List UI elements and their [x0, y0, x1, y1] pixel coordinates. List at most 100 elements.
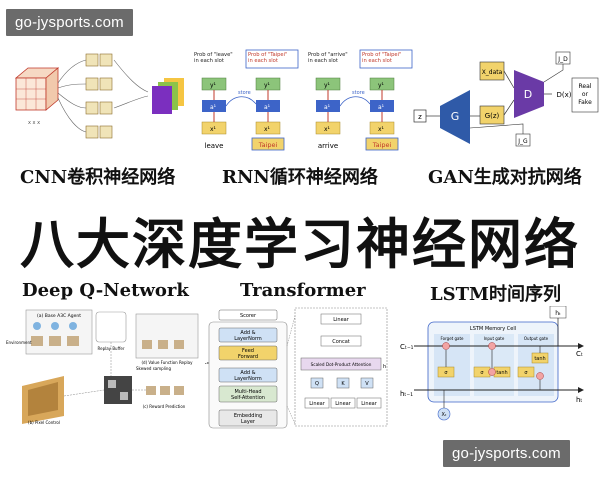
dqn-label-a3c: (a) Base A3C Agent — [37, 313, 81, 319]
transformer-left-block-0 — [218, 309, 278, 321]
lstm-title: LSTM Memory Cell — [470, 326, 516, 332]
lstm-ht-prev: hₜ₋₁ — [400, 390, 413, 398]
lstm-gate-input: Input gate — [484, 336, 505, 341]
caption-cnn: CNN卷积神经网络 — [20, 167, 176, 188]
rnn-prob-label-1: Prob of "Taipei"in each slot — [248, 52, 287, 64]
dqn-diagram: (a) Base A3C Agent Environment Replay Bu… — [6, 309, 199, 425]
lstm-ct-prev: Cₜ₋₁ — [400, 343, 414, 351]
dqn-pixel-control — [22, 376, 64, 424]
gan-real-fake-box — [571, 77, 599, 113]
rnn-prob-label-3: Prob of "Taipei"in each slot — [362, 52, 401, 64]
lstm-op-3 — [536, 372, 544, 380]
rnn-y-label-0: y¹ — [210, 82, 217, 89]
rnn-a-label-3: a¹ — [378, 104, 385, 111]
cnn-arrows — [57, 59, 149, 133]
transformer-right-block-7 — [330, 397, 356, 409]
gan-xdata-label: X_data — [482, 69, 503, 76]
rnn-x-label-0: x¹ — [210, 126, 217, 133]
dqn-label-skewed: Skewed sampling — [136, 366, 171, 371]
rnn-store-label-3: store — [352, 90, 365, 96]
caption-dqn: Deep Q-Network — [22, 280, 189, 301]
rnn-prob-box-2 — [306, 50, 358, 68]
transformer-right-block-1 — [320, 335, 362, 347]
headline: 八大深度学习神经网络 — [20, 213, 580, 276]
rnn-a-label-0: a¹ — [210, 104, 217, 111]
rnn-a-label-2: a¹ — [324, 104, 331, 111]
transformer-lx-label: Lₓ — [205, 359, 209, 366]
rnn-diagram: Prob of "leave"in each slot y¹ a¹ x¹ leave Pr… — [192, 49, 413, 151]
rnn-y-label-2: y¹ — [324, 82, 331, 89]
lstm-gate-box-3 — [517, 366, 535, 378]
lstm-gate-label-1: σ — [480, 370, 484, 376]
gan-discriminator — [514, 70, 544, 118]
dqn-label-vfr: (d) Value Function Replay — [141, 360, 193, 365]
lstm-xt: Xₜ — [442, 412, 447, 418]
transformer-left-block-5 — [218, 409, 278, 427]
transformer-right-block-6 — [304, 397, 330, 409]
transformer-left-label-1: Add &LayerNorm — [234, 330, 262, 342]
dqn-label-env: Environment — [6, 340, 32, 345]
transformer-right-label-0: Linear — [333, 317, 349, 323]
rnn-prob-box-3 — [359, 49, 413, 69]
rnn-x-label-1: x¹ — [264, 126, 271, 133]
lstm-gate-label-3: σ — [524, 370, 528, 376]
transformer-right-label-1: Concat — [332, 339, 350, 345]
caption-lstm: LSTM时间序列 — [430, 284, 561, 305]
dqn-a3c-box — [25, 309, 93, 355]
rnn-a-box-0 — [202, 100, 226, 112]
lstm-gate-label-0: σ — [444, 370, 448, 376]
lstm-gate-label-2: tanh — [496, 370, 507, 376]
gan-z-label: z — [418, 113, 422, 121]
rnn-x-label-3: x¹ — [378, 126, 385, 133]
gan-jd-label: J_D — [557, 56, 568, 63]
rnn-input-label-3: Taipei — [372, 141, 392, 149]
lstm-op-0 — [442, 342, 450, 350]
cnn-kernels — [85, 53, 113, 139]
rnn-x-label-2: x¹ — [324, 126, 331, 133]
caption-transformer: Transformer — [240, 280, 366, 301]
rnn-prob-label-0: Prob of "leave"in each slot — [194, 52, 233, 64]
transformer-right-label-5: V — [365, 381, 369, 387]
transformer-right-block-0 — [320, 313, 362, 325]
transformer-h-label: h — [383, 364, 386, 370]
transformer-right-label-8: Linear — [361, 401, 377, 407]
rnn-store-arrow-1 — [225, 96, 257, 107]
rnn-input-label-0: leave — [205, 142, 224, 150]
gan-d-label: D — [524, 88, 532, 101]
rnn-input-box-1 — [251, 137, 285, 151]
gan-dx-label: D(x) — [557, 91, 572, 99]
rnn-prob-box-1 — [245, 49, 299, 69]
rnn-input-label-2: arrive — [318, 142, 338, 150]
transformer-right-block-8 — [356, 397, 382, 409]
lstm-gate-label-4: tanh — [534, 356, 545, 362]
lstm-gate-forget: Forget gate — [440, 336, 464, 341]
transformer-left-block-1 — [218, 327, 278, 343]
svg-text:x x x: x x x — [28, 120, 40, 126]
transformer-right-label-6: Linear — [309, 401, 325, 407]
rnn-a-box-2 — [316, 100, 340, 112]
rnn-input-label-1: Taipei — [258, 141, 278, 149]
dqn-label-pixel: (b) Pixel Control — [28, 420, 60, 425]
transformer-left-block-3 — [218, 367, 278, 383]
dqn-grid — [104, 376, 132, 404]
watermark-bottom: go-jysports.com — [443, 440, 570, 467]
caption-gan: GAN生成对抗网络 — [428, 167, 582, 188]
watermark-top: go-jysports.com — [6, 9, 133, 36]
lstm-op-2 — [488, 368, 496, 376]
transformer-right-block-4 — [336, 377, 350, 389]
gan-gz-label: G(z) — [485, 112, 500, 120]
rnn-store-label-1: store — [238, 90, 251, 96]
rnn-prob-box-0 — [192, 50, 244, 68]
transformer-right-block-2 — [300, 357, 382, 371]
dqn-label-reward: (c) Reward Prediction — [143, 404, 186, 409]
transformer-right-label-7: Linear — [335, 401, 351, 407]
rnn-store-arrow-3 — [339, 96, 371, 107]
transformer-left-label-3: Add &LayerNorm — [234, 370, 262, 382]
transformer-left-label-0: Scorer — [240, 313, 257, 319]
transformer-right-label-4: K — [341, 381, 345, 387]
